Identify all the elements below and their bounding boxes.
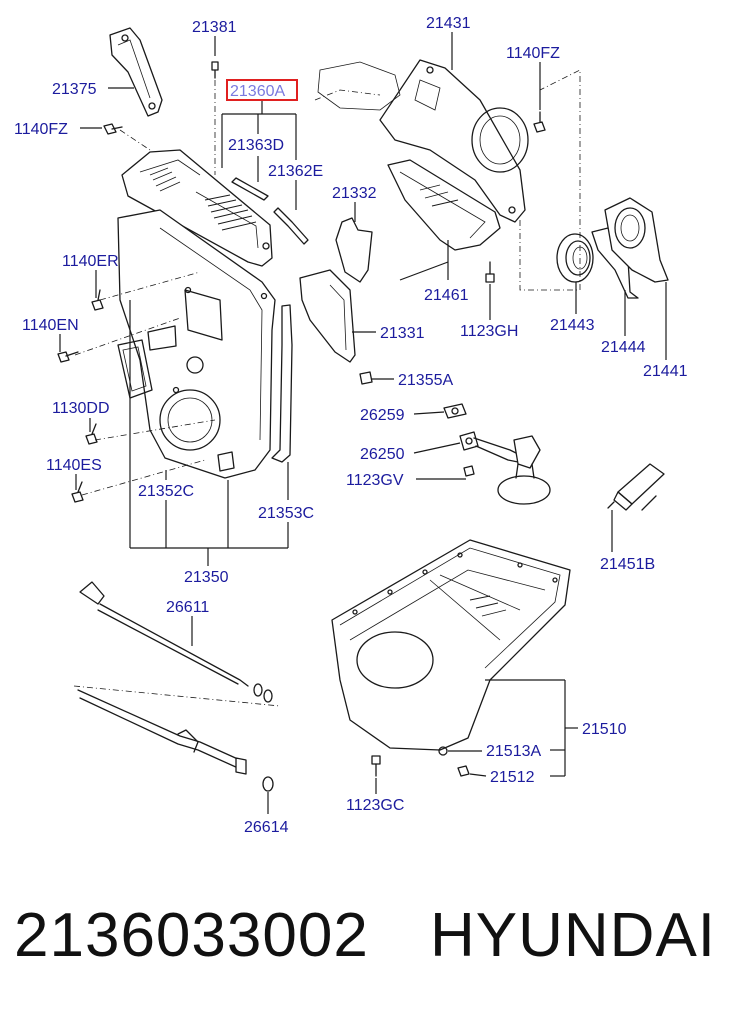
upper-timing-cover — [121, 149, 273, 267]
dipstick-tube — [73, 685, 281, 792]
label-1140es: 1140ES — [46, 457, 102, 474]
label-21381: 21381 — [192, 19, 237, 36]
cover-21332 — [335, 217, 373, 283]
label-21513a: 21513A — [486, 743, 541, 760]
label-21431: 21431 — [426, 15, 471, 32]
label-1140fz-right: 1140FZ — [506, 45, 560, 62]
label-21443: 21443 — [550, 317, 595, 334]
label-26614: 26614 — [244, 819, 289, 836]
gasket-21352c — [117, 325, 177, 399]
bolt-21381 — [211, 61, 219, 175]
oil-pan-21510 — [331, 539, 571, 751]
rear-plate-21431 — [314, 59, 529, 223]
brand-name: HYUNDAI — [430, 901, 717, 970]
footer: 2136033002 HYUNDAI — [0, 880, 732, 990]
label-21461: 21461 — [424, 287, 469, 304]
label-21355a: 21355A — [398, 372, 453, 389]
label-21363d: 21363D — [228, 137, 284, 154]
bracket-21461 — [387, 159, 501, 251]
cover-21331 — [299, 269, 356, 363]
bracket-21375 — [109, 27, 163, 117]
part-number: 2136033002 — [14, 901, 369, 970]
label-21375: 21375 — [52, 81, 97, 98]
seal-housing-21441 — [604, 197, 669, 283]
gasket-21353c — [271, 304, 293, 463]
oil-strainer — [443, 403, 551, 505]
label-21512: 21512 — [490, 769, 535, 786]
leader-lines — [59, 32, 667, 814]
bolt-1123gh — [485, 261, 495, 283]
seal-strips — [231, 177, 309, 245]
lower-timing-cover — [117, 209, 276, 479]
highlight-box — [226, 79, 298, 101]
label-26259: 26259 — [360, 407, 405, 424]
bolt-1140fz-left — [103, 123, 123, 135]
label-26250: 26250 — [360, 446, 405, 463]
label-21352c: 21352C — [138, 483, 194, 500]
label-1140fz-left: 1140FZ — [14, 121, 68, 138]
label-1123gc: 1123GC — [346, 797, 404, 814]
label-26611: 26611 — [166, 599, 209, 616]
dipstick-26611 — [79, 581, 273, 703]
label-1140er: 1140ER — [62, 253, 119, 270]
label-21451b: 21451B — [600, 556, 655, 573]
plug-21355a — [359, 371, 373, 385]
sealant-tube-21451b — [607, 463, 665, 511]
label-21362e: 21362E — [268, 163, 323, 180]
label-21353c: 21353C — [258, 505, 314, 522]
label-1123gh: 1123GH — [460, 323, 518, 340]
bolt-1140fz-right — [533, 111, 546, 133]
label-21444: 21444 — [601, 339, 646, 356]
label-21332: 21332 — [332, 185, 377, 202]
label-1130dd: 1130DD — [52, 400, 110, 417]
label-21350: 21350 — [184, 569, 229, 586]
bolts-left — [57, 289, 104, 503]
label-1140en: 1140EN — [22, 317, 79, 334]
label-1123gv: 1123GV — [346, 472, 404, 489]
oil-seal-21443 — [556, 233, 594, 283]
drain-plug-parts — [371, 746, 470, 777]
label-21510: 21510 — [582, 721, 627, 738]
label-21331: 21331 — [380, 325, 425, 342]
label-21441: 21441 — [643, 363, 688, 380]
label-21360a[interactable]: 21360A — [230, 83, 285, 100]
parts-exploded-diagram: 21381 21375 1140FZ 21360A 21363D 21362E … — [14, 15, 688, 836]
